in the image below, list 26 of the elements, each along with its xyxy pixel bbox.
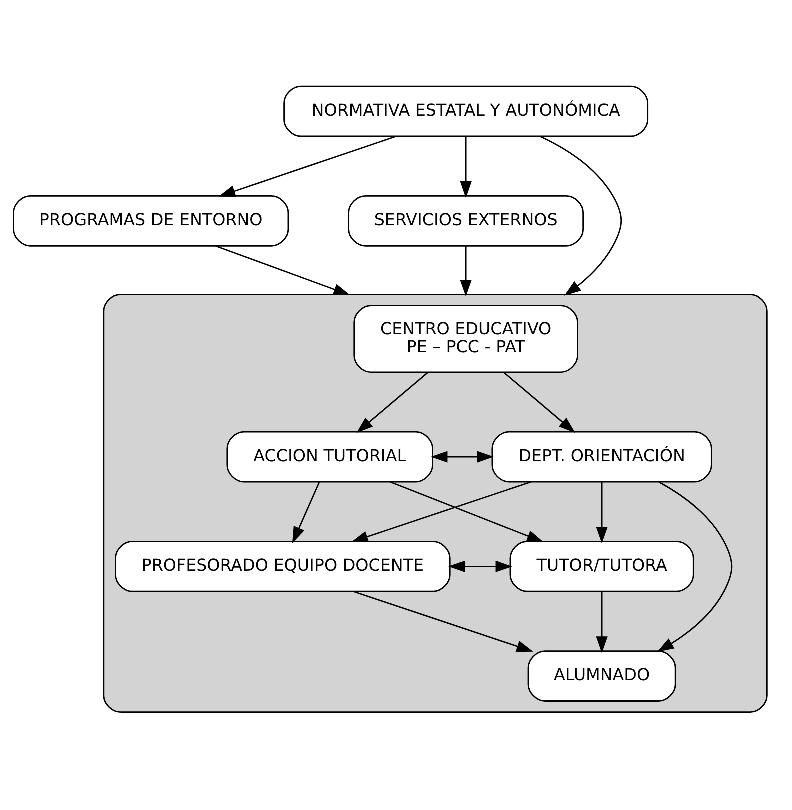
node-box: DEPT. ORIENTACIÓN [492, 431, 712, 483]
node-box: TUTOR/TUTORA [510, 540, 694, 592]
arrow [218, 136, 396, 197]
arrow [356, 372, 429, 434]
node-box: ALUMNADO [528, 650, 676, 702]
arrow [460, 136, 472, 198]
arrow [431, 451, 494, 463]
arrow [292, 482, 320, 544]
arrow [216, 246, 350, 296]
cluster [103, 294, 768, 714]
node-box: PROFESORADO EQUIPO DOCENTE [115, 540, 451, 592]
arrow [596, 592, 608, 654]
arrow [596, 482, 608, 544]
arrow [354, 591, 534, 652]
arrow [390, 481, 544, 542]
node-box: PROGRAMAS DE ENTORNO [13, 195, 290, 247]
arrow [504, 372, 576, 434]
arrow [540, 136, 622, 296]
arrow [460, 246, 472, 297]
node-box: NORMATIVA ESTATAL Y AUTONÓMICA [284, 86, 649, 138]
arrow [352, 481, 532, 543]
node-box: CENTRO EDUCATIVO PE – PCC - PAT [354, 305, 578, 374]
arrow [448, 560, 512, 572]
node-box: ACCION TUTORIAL [226, 431, 434, 483]
arrow [657, 482, 733, 652]
node-box: SERVICIOS EXTERNOS [348, 195, 584, 247]
